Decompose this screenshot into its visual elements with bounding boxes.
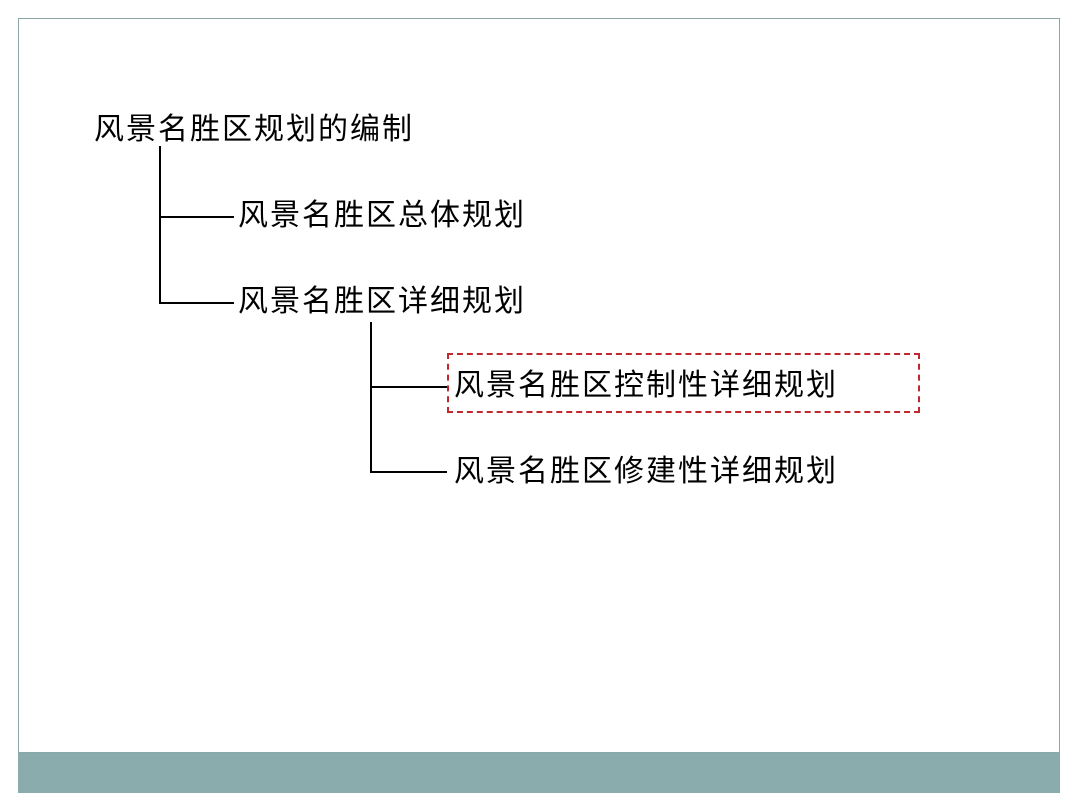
- child1-horizontal-connector: [159, 216, 234, 218]
- child-node-detailed-plan: 风景名胜区详细规划: [238, 284, 526, 319]
- child2-horizontal-connector: [159, 302, 234, 304]
- detailed-plan-vertical-connector: [370, 322, 372, 472]
- grandchild-node-construction-plan: 风景名胜区修建性详细规划: [454, 454, 838, 489]
- slide-frame: [18, 18, 1060, 753]
- grandchild2-horizontal-connector: [370, 471, 447, 473]
- root-node-label: 风景名胜区规划的编制: [94, 112, 414, 147]
- root-vertical-connector: [159, 146, 161, 304]
- grandchild1-horizontal-connector: [370, 386, 447, 388]
- highlight-dashed-box: [447, 353, 920, 413]
- grandchild-node-control-plan: 风景名胜区控制性详细规划: [454, 368, 838, 403]
- child-node-overall-plan: 风景名胜区总体规划: [238, 198, 526, 233]
- footer-band: [18, 753, 1060, 793]
